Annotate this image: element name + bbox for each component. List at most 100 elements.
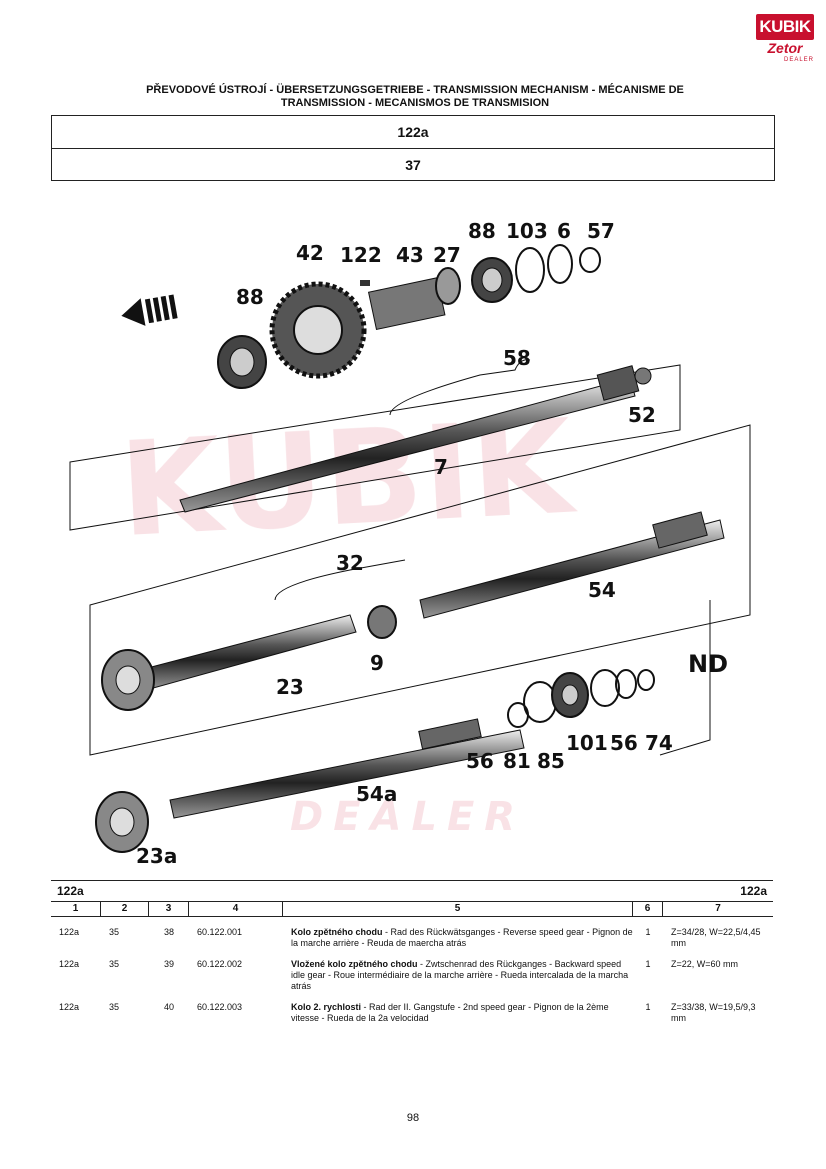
callout-54: 54 <box>588 578 616 602</box>
circlip-81 <box>523 681 557 723</box>
part-desc: - Zwtschenrad des Rückganges - Backward … <box>291 959 629 991</box>
callout-88-right: 88 <box>468 219 496 243</box>
part-name: Kolo zpětného chodu <box>291 927 383 937</box>
col-header-6: 6 <box>633 902 663 916</box>
callout-57: 57 <box>587 219 615 243</box>
part-desc: - Rad der II. Gangstufe - 2nd speed gear… <box>291 1002 609 1023</box>
bush-52 <box>634 367 652 385</box>
kubik-zetor-logo: KUBIK Zetor DEALER <box>756 14 814 66</box>
callout-23a: 23a <box>136 844 177 868</box>
exploded-parts-diagram: KUBIK DEALER <box>69 219 751 868</box>
watermark-dealer: DEALER <box>290 794 525 840</box>
callout-56-right: 56 <box>610 731 638 755</box>
key-122 <box>360 280 370 286</box>
cell-position: 39 <box>163 959 174 969</box>
cell-spec: Z=34/28, W=22,5/4,45 mm <box>671 927 761 948</box>
part-name: Kolo 2. rychlosti <box>291 1002 362 1012</box>
cell-group: 122a <box>59 1002 80 1012</box>
callout-43: 43 <box>396 243 424 267</box>
cell-position: 38 <box>163 927 174 937</box>
cell-part-number: 60.122.003 <box>197 1002 243 1012</box>
col-header-5: 5 <box>283 902 633 916</box>
bearing-88-left <box>217 335 267 389</box>
cell-description: Kolo zpětného chodu - Rad des Rückwätsga… <box>283 927 633 949</box>
callout-88-left: 88 <box>236 285 264 309</box>
title-line-2: TRANSMISSION - MECANISMOS DE TRANSMISION <box>280 97 550 109</box>
callout-54a: 54a <box>356 782 397 806</box>
hub-23-bore <box>115 665 141 695</box>
part-name: Vložené kolo zpětného chodu <box>291 959 418 969</box>
callout-81: 81 <box>503 749 531 773</box>
table-column-headers: 1 2 3 4 5 6 7 <box>51 901 773 917</box>
group-number: 122a <box>397 124 429 140</box>
page-title: PŘEVODOVÉ ÚSTROJÍ - ÜBERSETZUNGSGETRIEBE… <box>90 84 740 110</box>
callout-52: 52 <box>628 403 656 427</box>
cell-description: Vložené kolo zpětného chodu - Zwtschenra… <box>283 959 633 992</box>
col-header-3: 3 <box>149 902 189 916</box>
gear-42 <box>269 281 367 379</box>
cell-quantity: 1 <box>645 1002 651 1012</box>
callout-56-left: 56 <box>466 749 494 773</box>
page-code: 37 <box>52 148 774 181</box>
ring-6 <box>547 244 573 284</box>
callout-nd: ND <box>688 650 728 678</box>
direction-arrow-icon <box>121 294 178 326</box>
table-section-header: 122a 122a <box>51 880 773 901</box>
cell-part-number: 60.122.001 <box>197 927 243 937</box>
callout-27: 27 <box>433 243 461 267</box>
cell-group: 122a <box>59 959 80 969</box>
panel-shaft-7 <box>69 364 681 531</box>
ring-57 <box>579 247 601 273</box>
cell-col2: 35 <box>109 959 120 969</box>
shaft-54 <box>419 519 725 619</box>
cell-quantity: 1 <box>645 927 651 937</box>
parts-table: 122a 122a 1 2 3 4 5 6 7 122a 35 38 60.12… <box>51 880 773 1024</box>
cell-position: 40 <box>163 1002 174 1012</box>
brace-58 <box>389 359 531 416</box>
bearing-85 <box>551 672 589 718</box>
table-row: 122a 35 38 60.122.001 Kolo zpětného chod… <box>51 927 773 949</box>
callout-58: 58 <box>503 346 531 370</box>
callout-6: 6 <box>557 219 571 243</box>
group-header-box: 122a 37 <box>51 115 775 181</box>
ring-56-right <box>615 669 637 699</box>
shaft-54a-spline <box>418 718 482 750</box>
section-right: 122a <box>740 884 767 898</box>
col-header-7: 7 <box>715 903 721 914</box>
tube-23 <box>139 614 357 691</box>
logo-kubik: KUBIK <box>756 14 814 40</box>
callout-9: 9 <box>370 651 384 675</box>
shaft-54-end <box>652 511 708 549</box>
callout-122: 122 <box>340 243 382 267</box>
page-number: 98 <box>406 1112 420 1124</box>
panel-shaft-54 <box>89 424 751 756</box>
table-row: 122a 35 39 60.122.002 Vložené kolo zpětn… <box>51 959 773 992</box>
shaft-7 <box>179 377 636 513</box>
ring-101 <box>590 669 620 707</box>
callout-74: 74 <box>645 731 673 755</box>
ring-27 <box>435 267 461 305</box>
logo-zetor: Zetor <box>767 40 803 56</box>
cell-col2: 35 <box>109 927 120 937</box>
brace-32 <box>274 559 406 601</box>
col-header-1: 1 <box>51 902 101 916</box>
callout-23: 23 <box>276 675 304 699</box>
part-desc: - Rad des Rückwätsganges - Reverse speed… <box>291 927 633 948</box>
cell-spec: Z=22, W=60 mm <box>671 959 739 969</box>
section-left: 122a <box>57 884 84 898</box>
callout-85: 85 <box>537 749 565 773</box>
table-row: 122a 35 40 60.122.003 Kolo 2. rychlosti … <box>51 1002 773 1024</box>
ring-103 <box>515 247 545 293</box>
brace-nd <box>659 600 711 756</box>
col-header-2: 2 <box>101 902 149 916</box>
ring-74 <box>637 669 655 691</box>
callout-32: 32 <box>336 551 364 575</box>
callout-101: 101 <box>566 731 608 755</box>
col-header-4: 4 <box>189 902 283 916</box>
callout-42: 42 <box>296 241 324 265</box>
cell-part-number: 60.122.002 <box>197 959 243 969</box>
bearing-88-right <box>471 257 513 303</box>
hub-23a-bore <box>109 807 135 837</box>
gear-43 <box>367 277 446 331</box>
bush-9 <box>367 605 397 639</box>
